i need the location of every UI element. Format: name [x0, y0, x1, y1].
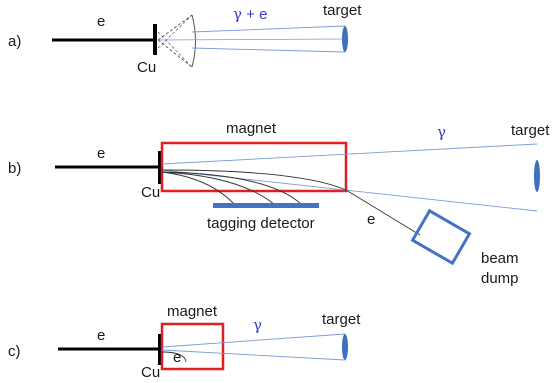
panel-a-lens-curve: [191, 14, 196, 68]
panel-c-gamma-label: γ: [253, 316, 262, 334]
panel-b-gamma-label: γ: [437, 123, 446, 141]
panel-a-dashed-cone-upper: [157, 14, 193, 41]
panel-c-target-icon: [342, 334, 348, 360]
panel-b-electron-to-dump: [345, 189, 421, 236]
panel-a-target-icon: [342, 26, 348, 52]
panel-a-output-rest: + e: [242, 6, 267, 23]
panel-b-deflected-electron-curve-3: [161, 171, 303, 206]
panel-b-main-electron-curve: [161, 169, 347, 191]
panel-a-output-label: γ + e: [233, 5, 267, 23]
panel-b-gamma-cone-upper: [161, 143, 538, 165]
panel-b-dump-label-line1: beam: [481, 250, 519, 267]
panel-b-deflected-electron-curve-2: [161, 171, 276, 206]
panel-b-beam-label: e: [97, 145, 105, 162]
panel-a-cone-upper: [191, 25, 346, 33]
panel-a-dashed-cross-2: [157, 14, 193, 49]
panel-c-gamma-cone-upper: [161, 333, 346, 348]
panel-a-cone-lower: [191, 47, 346, 53]
panel-a-cone-axis: [157, 38, 346, 41]
panel-a-dashed-cross-1: [157, 31, 193, 68]
panel-c-magnet-box: [160, 322, 225, 371]
panel-c-target-label: target: [322, 311, 361, 328]
panel-c-cu-label: Cu: [141, 364, 160, 381]
panel-b-detector-label: tagging detector: [207, 215, 315, 232]
panel-b-cu-label: Cu: [141, 184, 160, 201]
panel-b-beam-dump: [410, 208, 472, 266]
panel-b-magnet-label: magnet: [226, 120, 277, 137]
panel-a-cu-label: Cu: [137, 59, 156, 76]
panel-b: b) e Cu magnet γ target e tagging detect…: [8, 120, 550, 287]
panel-b-target-icon: [534, 160, 540, 192]
panel-b-label: b): [8, 160, 21, 177]
panel-b-dump-label-line2: dump: [481, 270, 519, 287]
panel-c-beam-label: e: [97, 327, 105, 344]
panel-a-label: a): [8, 33, 21, 50]
panel-b-deflected-label: e: [367, 211, 375, 228]
panel-a: a) e Cu γ + e target: [8, 2, 362, 76]
panel-a-beam-label: e: [97, 13, 105, 30]
panel-c-gamma-cone-lower: [161, 349, 346, 361]
panel-c: c) e Cu magnet e γ target: [8, 303, 361, 381]
panel-c-label: c): [8, 343, 21, 360]
panel-c-curl-label: e: [173, 349, 181, 366]
panel-b-deflected-electron-curve-1: [161, 171, 236, 206]
panel-b-magnet-box: [160, 141, 348, 193]
panel-a-dashed-cone-lower: [157, 39, 193, 68]
panel-b-target-label: target: [511, 122, 550, 139]
panel-a-gamma-symbol: γ: [233, 5, 242, 23]
panel-b-tagging-detector: [213, 203, 319, 208]
panel-c-magnet-label: magnet: [167, 303, 218, 320]
panel-a-target-label: target: [323, 2, 362, 19]
panel-c-curling-electron: [161, 351, 187, 363]
